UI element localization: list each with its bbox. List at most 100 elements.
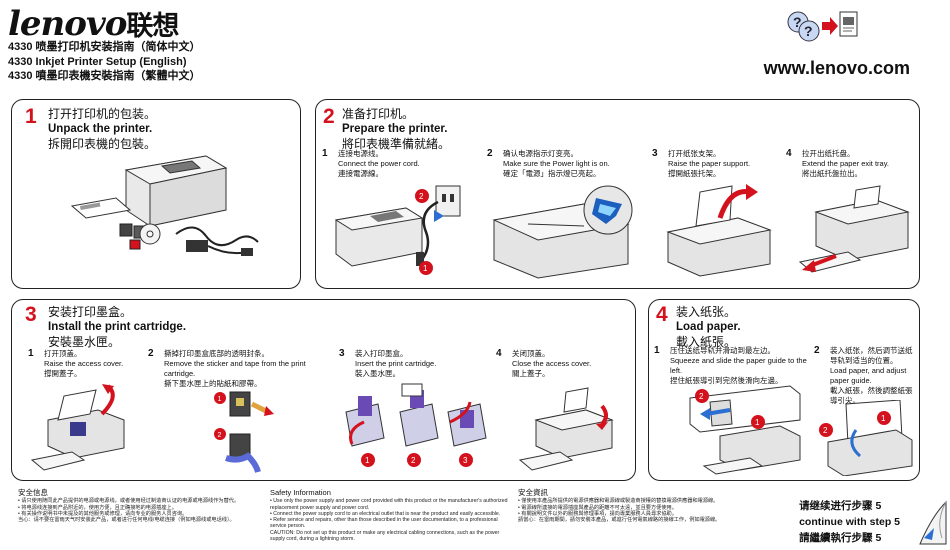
- brand-name: lenovo: [8, 4, 127, 44]
- step-4-number: 4: [656, 303, 668, 326]
- unpack-printer-illustration: [70, 155, 259, 256]
- substep-text-tc: 連接電源線。: [338, 169, 383, 178]
- callout-badge: [214, 428, 226, 440]
- callout-badge: [819, 423, 833, 437]
- callout-1-label: 1: [218, 396, 222, 403]
- substep-text-tc: 撐開蓋子。: [44, 369, 82, 378]
- title-simplified-chinese: 4330 喷墨打印机安装指南（简体中文）: [8, 41, 201, 53]
- substep-text-tc: 關上蓋子。: [512, 369, 550, 378]
- substep-text-en: Load paper, and adjust paper guide.: [830, 366, 907, 385]
- substep-number: 2: [487, 148, 493, 159]
- cartridge-carrier-b: [399, 383, 439, 447]
- slide-paper-guide-illustration: 2 1: [689, 385, 801, 475]
- step-3-substep-3: 3 装入打印墨盒。 Insert the print cartridge. 裝入…: [339, 349, 479, 379]
- step-2-heading: 准备打印机。 Prepare the printer. 將印表機準備就緒。: [342, 107, 450, 152]
- substep-text-en: Close the access cover.: [512, 359, 592, 368]
- substep-text-en: Squeeze and slide the paper guide to the…: [670, 356, 807, 375]
- substep-number: 3: [652, 148, 658, 159]
- callout-badge: [361, 453, 375, 467]
- brand-name-cn: 联想: [126, 11, 179, 42]
- load-paper-illustration: 2 1: [819, 400, 913, 476]
- step-4-heading-sc: 装入纸张。: [676, 305, 737, 319]
- svg-text:?: ?: [793, 14, 802, 30]
- insert-cartridge-illustration: 1 2 3: [345, 383, 487, 467]
- safety-line: • Refer service and repairs, other than …: [270, 517, 498, 530]
- callout-1-label: 1: [755, 418, 760, 427]
- substep-text-sc: 撕掉打印墨盒底部的透明封条。: [164, 349, 269, 358]
- raise-access-cover-illustration: [30, 384, 125, 471]
- step-4-heading-tc: 載入紙張。: [676, 335, 737, 349]
- step-1-heading-en: Unpack the printer.: [48, 123, 153, 135]
- callout-2-label: 2: [823, 426, 828, 435]
- title-traditional-chinese: 4330 噴墨印表機安裝指南（繁體中文）: [8, 70, 201, 82]
- substep-text-sc: 装入纸张，然后调节送纸导轨到适当的位置。: [830, 346, 913, 365]
- continue-sc: 请继续进行步骤 5: [799, 500, 882, 512]
- callout-1-label: 1: [365, 456, 370, 465]
- substep-text-tc: 裝入墨水匣。: [355, 369, 400, 378]
- substep-number: 4: [786, 148, 792, 159]
- substep-text-sc: 关闭顶盖。: [512, 349, 550, 358]
- step-2-number: 2: [323, 105, 335, 128]
- callout-badge: [877, 411, 891, 425]
- step-1-heading-tc: 拆開印表機的包裝。: [48, 137, 157, 151]
- extend-exit-tray-illustration: [798, 185, 910, 273]
- continue-en: continue with step 5: [799, 516, 900, 528]
- substep-text-sc: 装入打印墨盒。: [355, 349, 408, 358]
- title-english: 4330 Inkjet Printer Setup (English): [8, 55, 187, 68]
- safety-line: 当心：请不要在雷雨天气时安装此产品，或者进行任何电线/电缆连接（例如电源线或电话…: [18, 517, 235, 524]
- substep-text-sc: 拉开出纸托盘。: [802, 149, 855, 158]
- remove-tape-illustration: 1 2: [214, 391, 274, 473]
- step-2-substep-4: 4 拉开出纸托盘。 Extend the paper exit tray. 將出…: [786, 149, 916, 179]
- step-3-heading-sc: 安装打印墨盒。: [48, 305, 133, 319]
- safety-line: • Use only the power supply and power co…: [270, 498, 508, 511]
- safety-title-en: Safety Information: [270, 488, 331, 497]
- callout-2-label: 2: [699, 392, 704, 401]
- substep-number: 1: [654, 345, 660, 356]
- callout-3-label: 3: [463, 456, 468, 465]
- safety-line: • 僅使用本產品所提供的電源供應器和電源線或製造商授權的替換電源供應器和電源線。: [518, 498, 719, 505]
- step-4-substep-2: 2 装入纸张，然后调节送纸导轨到适当的位置。 Load paper, and a…: [814, 346, 914, 406]
- step-3-panel: [11, 299, 636, 481]
- step-3-heading: 安装打印墨盒。 Install the print cartridge. 安裝墨…: [48, 305, 186, 350]
- substep-text-tc: 將出紙托盤拉出。: [802, 169, 862, 178]
- substep-text-en: Raise the paper support.: [668, 159, 751, 168]
- connect-power-cord-illustration: 2 1: [334, 185, 461, 275]
- substep-number: 1: [28, 348, 34, 359]
- step-4-heading-en: Load paper.: [676, 321, 741, 333]
- callout-badge: [459, 453, 473, 467]
- callout-badge: [695, 389, 709, 403]
- callout-2-label: 2: [419, 192, 424, 201]
- substep-number: 2: [148, 348, 154, 359]
- substep-text-tc: 捏住紙張導引到完然後滑向左邊。: [670, 376, 783, 385]
- safety-line: • Connect the power supply cord to an el…: [270, 510, 501, 517]
- callout-2-label: 2: [411, 456, 416, 465]
- safety-line: • 電源線所連接的電源插座與產品的距離不可太遠，並且要方便使用。: [518, 504, 677, 511]
- substep-text-tc: 撕下墨水匣上的貼紙和膠帶。: [164, 379, 262, 388]
- safety-line: • 有关操作说明书中未提及的其他服务或修理，请向专业的服务人员咨询。: [18, 510, 188, 517]
- substep-text-sc: 打开顶盖。: [44, 349, 82, 358]
- safety-line: 請當心：在雷雨期間，請勿安裝本產品，或進行任何電氣線路的接線工作，例如電源線。: [518, 517, 721, 524]
- substep-text-sc: 打开纸张支架。: [668, 149, 721, 158]
- substep-text-tc: 載入紙張，然後調整紙張導引尖。: [830, 386, 913, 405]
- raise-paper-support-illustration: [666, 184, 772, 277]
- step-2-heading-tc: 將印表機準備就緒。: [342, 137, 451, 151]
- substep-text-en: Remove the sticker and tape from the pri…: [164, 359, 306, 378]
- step-3-heading-en: Install the print cartridge.: [48, 321, 187, 333]
- step-2-heading-en: Prepare the printer.: [342, 123, 448, 135]
- step-1-heading: 打开打印机的包装。 Unpack the printer. 拆開印表機的包裝。: [48, 107, 156, 152]
- document-titles: 4330 喷墨打印机安装指南（简体中文） 4330 Inkjet Printer…: [8, 40, 201, 84]
- page-curl-icon: [919, 500, 947, 545]
- callout-1-label: 1: [881, 414, 886, 423]
- website-url[interactable]: www.lenovo.com: [763, 58, 910, 78]
- substep-number: 3: [339, 348, 345, 359]
- substep-number: 4: [496, 348, 502, 359]
- continue-tc: 請繼續執行步驟 5: [799, 532, 882, 544]
- safety-info-traditional-chinese: 安全資訊 • 僅使用本產品所提供的電源供應器和電源線或製造商授權的替換電源供應器…: [518, 489, 750, 524]
- step-2-substep-2: 2 确认电源指示灯变亮。 Make sure the Power light i…: [487, 149, 637, 179]
- substep-text-tc: 確定「電源」指示燈已亮起。: [503, 169, 601, 178]
- substep-text-en: Connect the power cord.: [338, 159, 420, 168]
- step-4-substep-1: 1 压住送纸导轨并滑动到最左边。 Squeeze and slide the p…: [654, 346, 814, 386]
- safety-line: CAUTION: Do not set up this product or m…: [270, 529, 500, 543]
- safety-line: • 将电源线连接到产品附近的，使用方便，且正确接地的电源插座上。: [18, 504, 177, 511]
- step-3-substep-4: 4 关闭顶盖。 Close the access cover. 關上蓋子。: [496, 349, 626, 379]
